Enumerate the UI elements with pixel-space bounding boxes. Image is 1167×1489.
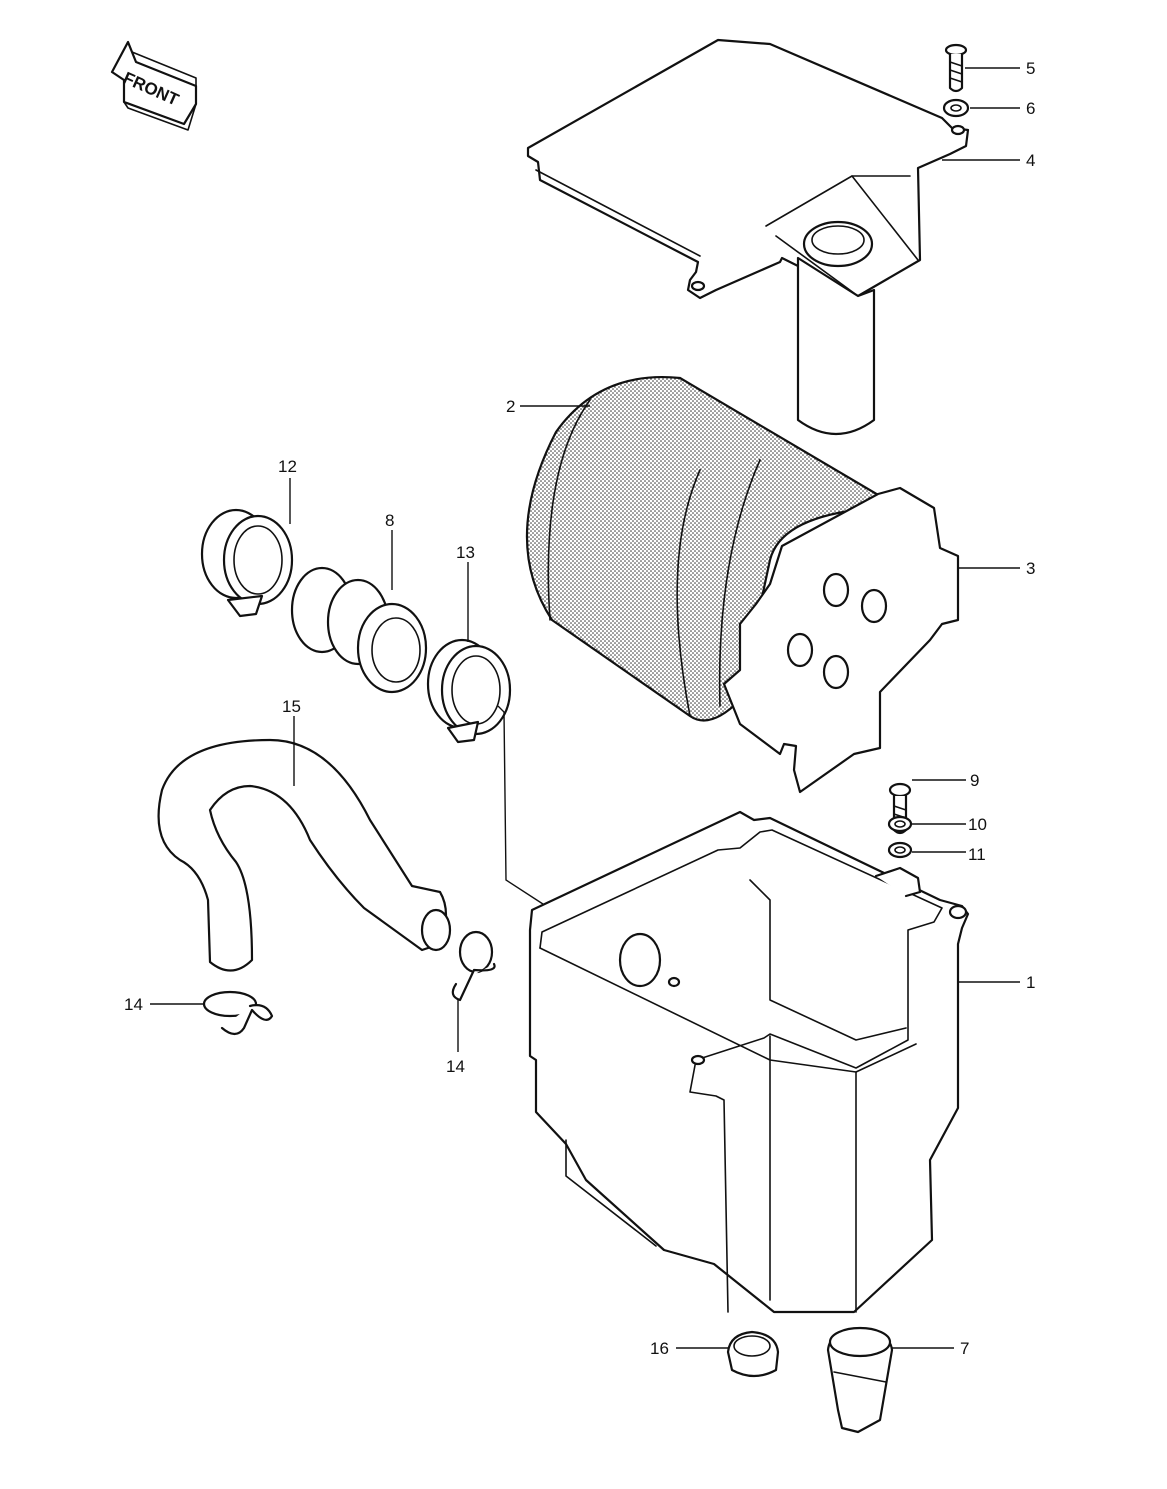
callout-4: 4 <box>1026 151 1035 170</box>
callout-10: 10 <box>968 815 987 834</box>
front-arrow-icon: FRONT <box>110 40 198 131</box>
drain-valve-7 <box>826 1326 894 1434</box>
clamp-13 <box>426 638 512 744</box>
callout-2: 2 <box>506 397 515 416</box>
callout-15: 15 <box>282 697 301 716</box>
callout-14-left: 14 <box>124 995 143 1014</box>
top-cover-plate <box>526 38 970 436</box>
callout-7: 7 <box>960 1339 969 1358</box>
callout-11: 11 <box>968 845 986 864</box>
callouts: 5 6 4 2 12 8 13 3 15 9 10 11 1 14 14 16 … <box>124 59 1035 1358</box>
callout-16: 16 <box>650 1339 669 1358</box>
callout-1: 1 <box>1026 973 1035 992</box>
plug-16 <box>726 1330 780 1378</box>
callout-12: 12 <box>278 457 297 476</box>
callout-6: 6 <box>1026 99 1035 118</box>
callout-9: 9 <box>970 771 979 790</box>
clamp-12 <box>200 508 294 618</box>
washer-6 <box>942 98 970 118</box>
hose-15 <box>157 738 452 972</box>
air-box <box>528 810 970 1314</box>
callout-8: 8 <box>385 511 394 530</box>
filter-element <box>525 376 883 722</box>
callout-14-right: 14 <box>446 1057 465 1076</box>
washer-10 <box>887 815 913 833</box>
screw-5 <box>944 43 968 93</box>
hose-clip-14-left <box>202 990 274 1036</box>
duct-8 <box>290 566 428 694</box>
leader-lines <box>150 67 1020 1349</box>
callout-5: 5 <box>1026 59 1035 78</box>
washer-11 <box>887 841 913 859</box>
callout-13: 13 <box>456 543 475 562</box>
hose-clip-14-right <box>451 930 496 1002</box>
filter-frame <box>722 486 960 794</box>
callout-3: 3 <box>1026 559 1035 578</box>
